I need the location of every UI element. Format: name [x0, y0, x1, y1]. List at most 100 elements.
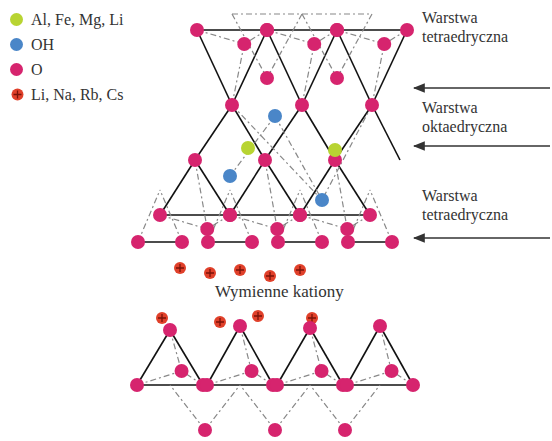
atom — [153, 208, 167, 222]
legend-text: Li, Na, Rb, Cs — [31, 85, 123, 104]
bonds — [137, 14, 413, 430]
bond — [265, 105, 302, 160]
atom — [175, 364, 189, 378]
hidden-bond — [372, 44, 384, 105]
atom — [377, 37, 391, 51]
hidden-bond — [240, 385, 275, 430]
layer-label: Warstwa tetraedryczna — [422, 8, 534, 46]
atom — [328, 143, 342, 157]
hidden-bond — [267, 14, 302, 78]
bond — [380, 326, 413, 385]
hidden-bond — [160, 215, 207, 229]
atom — [245, 235, 259, 249]
cation — [204, 267, 216, 279]
atom — [130, 378, 144, 392]
bond — [372, 30, 407, 105]
legend-text: Al, Fe, Mg, Li — [31, 10, 123, 29]
atom — [268, 109, 282, 123]
cation — [214, 316, 226, 328]
bond — [372, 105, 400, 160]
atom — [293, 208, 307, 222]
bond — [337, 29, 407, 31]
atom — [406, 378, 420, 392]
atom — [373, 319, 387, 333]
atom — [233, 319, 247, 333]
hidden-bond — [302, 13, 372, 14]
atom — [271, 235, 285, 249]
atom — [340, 378, 354, 392]
atom — [260, 23, 274, 37]
legend-swatch — [10, 13, 23, 26]
legend-text: OH — [31, 35, 54, 54]
atom — [131, 235, 145, 249]
cation — [156, 312, 168, 324]
atom — [201, 235, 215, 249]
hidden-bond — [232, 105, 322, 200]
atom — [241, 141, 255, 155]
bond — [267, 29, 337, 31]
atom — [340, 222, 354, 236]
atom — [200, 222, 214, 236]
hidden-bond — [195, 160, 207, 229]
hidden-bond — [197, 30, 244, 44]
atom — [315, 193, 329, 207]
atom — [303, 321, 317, 335]
atom — [245, 364, 259, 378]
atom — [270, 222, 284, 236]
legend-item: OH — [10, 35, 54, 54]
atom — [223, 208, 237, 222]
atom — [330, 71, 344, 85]
layer-label: Warstwa oktaedryczna — [422, 98, 534, 136]
bond — [170, 330, 203, 385]
atom — [400, 23, 414, 37]
atom — [223, 169, 237, 183]
atom — [363, 208, 377, 222]
atom — [365, 98, 379, 112]
bond — [197, 30, 232, 105]
atom — [338, 423, 352, 437]
atom — [260, 23, 274, 37]
atom — [270, 378, 284, 392]
atom — [200, 378, 214, 392]
bond — [197, 29, 267, 31]
bond — [195, 160, 230, 215]
atom — [225, 98, 239, 112]
cation — [252, 310, 264, 322]
atom — [190, 23, 204, 37]
legend-item: Li, Na, Rb, Cs — [10, 85, 123, 104]
cation-label: Wymienne kationy — [212, 282, 347, 302]
bond — [300, 160, 335, 215]
legend-text: O — [31, 60, 43, 79]
hidden-bond — [275, 385, 310, 430]
cation — [264, 270, 276, 282]
atom — [341, 235, 355, 249]
bond — [160, 160, 195, 215]
leader-arrow — [414, 87, 550, 89]
bond — [195, 105, 232, 160]
hidden-bond — [347, 371, 392, 385]
bond — [310, 328, 343, 385]
hidden-bond — [335, 160, 347, 229]
atom — [163, 323, 177, 337]
atom — [260, 71, 274, 85]
atom — [188, 153, 202, 167]
leader-arrow — [414, 145, 550, 147]
cation — [174, 262, 186, 274]
hidden-bond — [232, 13, 302, 14]
legend-item: O — [10, 60, 43, 79]
hidden-bond — [267, 30, 314, 44]
atom — [258, 153, 272, 167]
atoms — [130, 23, 420, 437]
hidden-bond — [170, 385, 205, 430]
atom — [293, 208, 307, 222]
atom — [315, 364, 329, 378]
legend-swatch — [10, 38, 23, 51]
atom — [330, 23, 344, 37]
hidden-bond — [302, 44, 314, 105]
cation — [234, 264, 246, 276]
hidden-bond — [277, 371, 322, 385]
hidden-bond — [232, 44, 244, 105]
cation — [294, 264, 306, 276]
hidden-bond — [337, 14, 372, 78]
hidden-bond — [205, 385, 240, 430]
